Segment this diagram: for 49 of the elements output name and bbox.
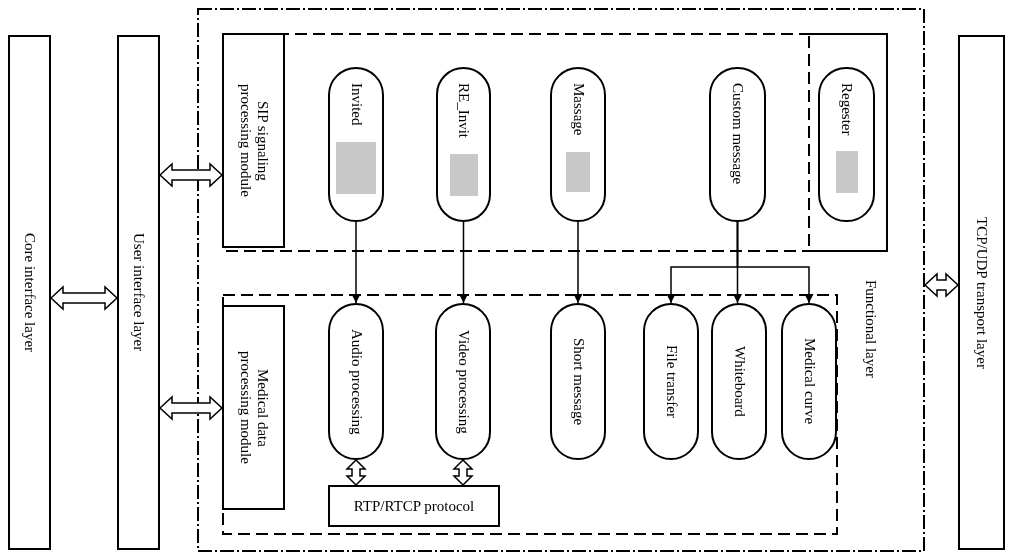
protocol-box (328, 485, 500, 527)
layer-frame (197, 8, 925, 552)
group-frame (222, 294, 838, 535)
node-label: Medical data processing module (236, 350, 271, 466)
function-pill (711, 303, 767, 460)
double-block-arrow (923, 272, 960, 298)
double-block-arrow (158, 162, 224, 188)
arrow (351, 221, 361, 304)
arrow (573, 221, 583, 304)
node-label: TCP/UDP transport layer (973, 216, 990, 369)
node-label: Audio processing (347, 328, 365, 435)
group-frame (808, 33, 888, 252)
node-label: Short message (569, 337, 587, 426)
node-label: Functional layer (862, 280, 879, 378)
node-label: Custom message (729, 83, 746, 185)
node-label: File transfer (662, 345, 680, 418)
node-label: Core interface layer (21, 232, 38, 353)
arrow (736, 221, 814, 304)
node-label: Invited (347, 83, 365, 126)
message-pill (436, 67, 491, 222)
node-label: Whiteboard (730, 346, 748, 417)
node-label: SIP signaling processing module (236, 83, 271, 199)
node-label: Video processing (454, 329, 472, 434)
node-label: Massage (569, 83, 587, 136)
node-label: RE_Invit (455, 83, 472, 138)
double-block-arrow (158, 395, 224, 421)
message-pill (709, 67, 766, 222)
module-box (222, 33, 285, 248)
node-label: Medical curve (800, 338, 818, 425)
node-label: Regester (838, 83, 855, 136)
function-pill (328, 303, 384, 460)
module-box (222, 305, 285, 510)
group-frame (222, 33, 888, 252)
arrow (459, 221, 468, 304)
message-pill (550, 67, 606, 222)
function-pill (550, 303, 606, 460)
function-pill (643, 303, 699, 460)
message-pill (818, 67, 875, 222)
layer-box (117, 35, 160, 550)
function-pill (781, 303, 837, 460)
message-pill (328, 67, 384, 222)
layer-box (8, 35, 51, 550)
double-block-arrow (452, 458, 474, 487)
function-pill (435, 303, 491, 460)
double-block-arrow (49, 285, 119, 311)
node-label: RTP/RTCP protocol (353, 497, 475, 515)
node-label: User interface layer (130, 233, 147, 352)
double-block-arrow (345, 458, 367, 487)
layer-box (958, 35, 1005, 550)
